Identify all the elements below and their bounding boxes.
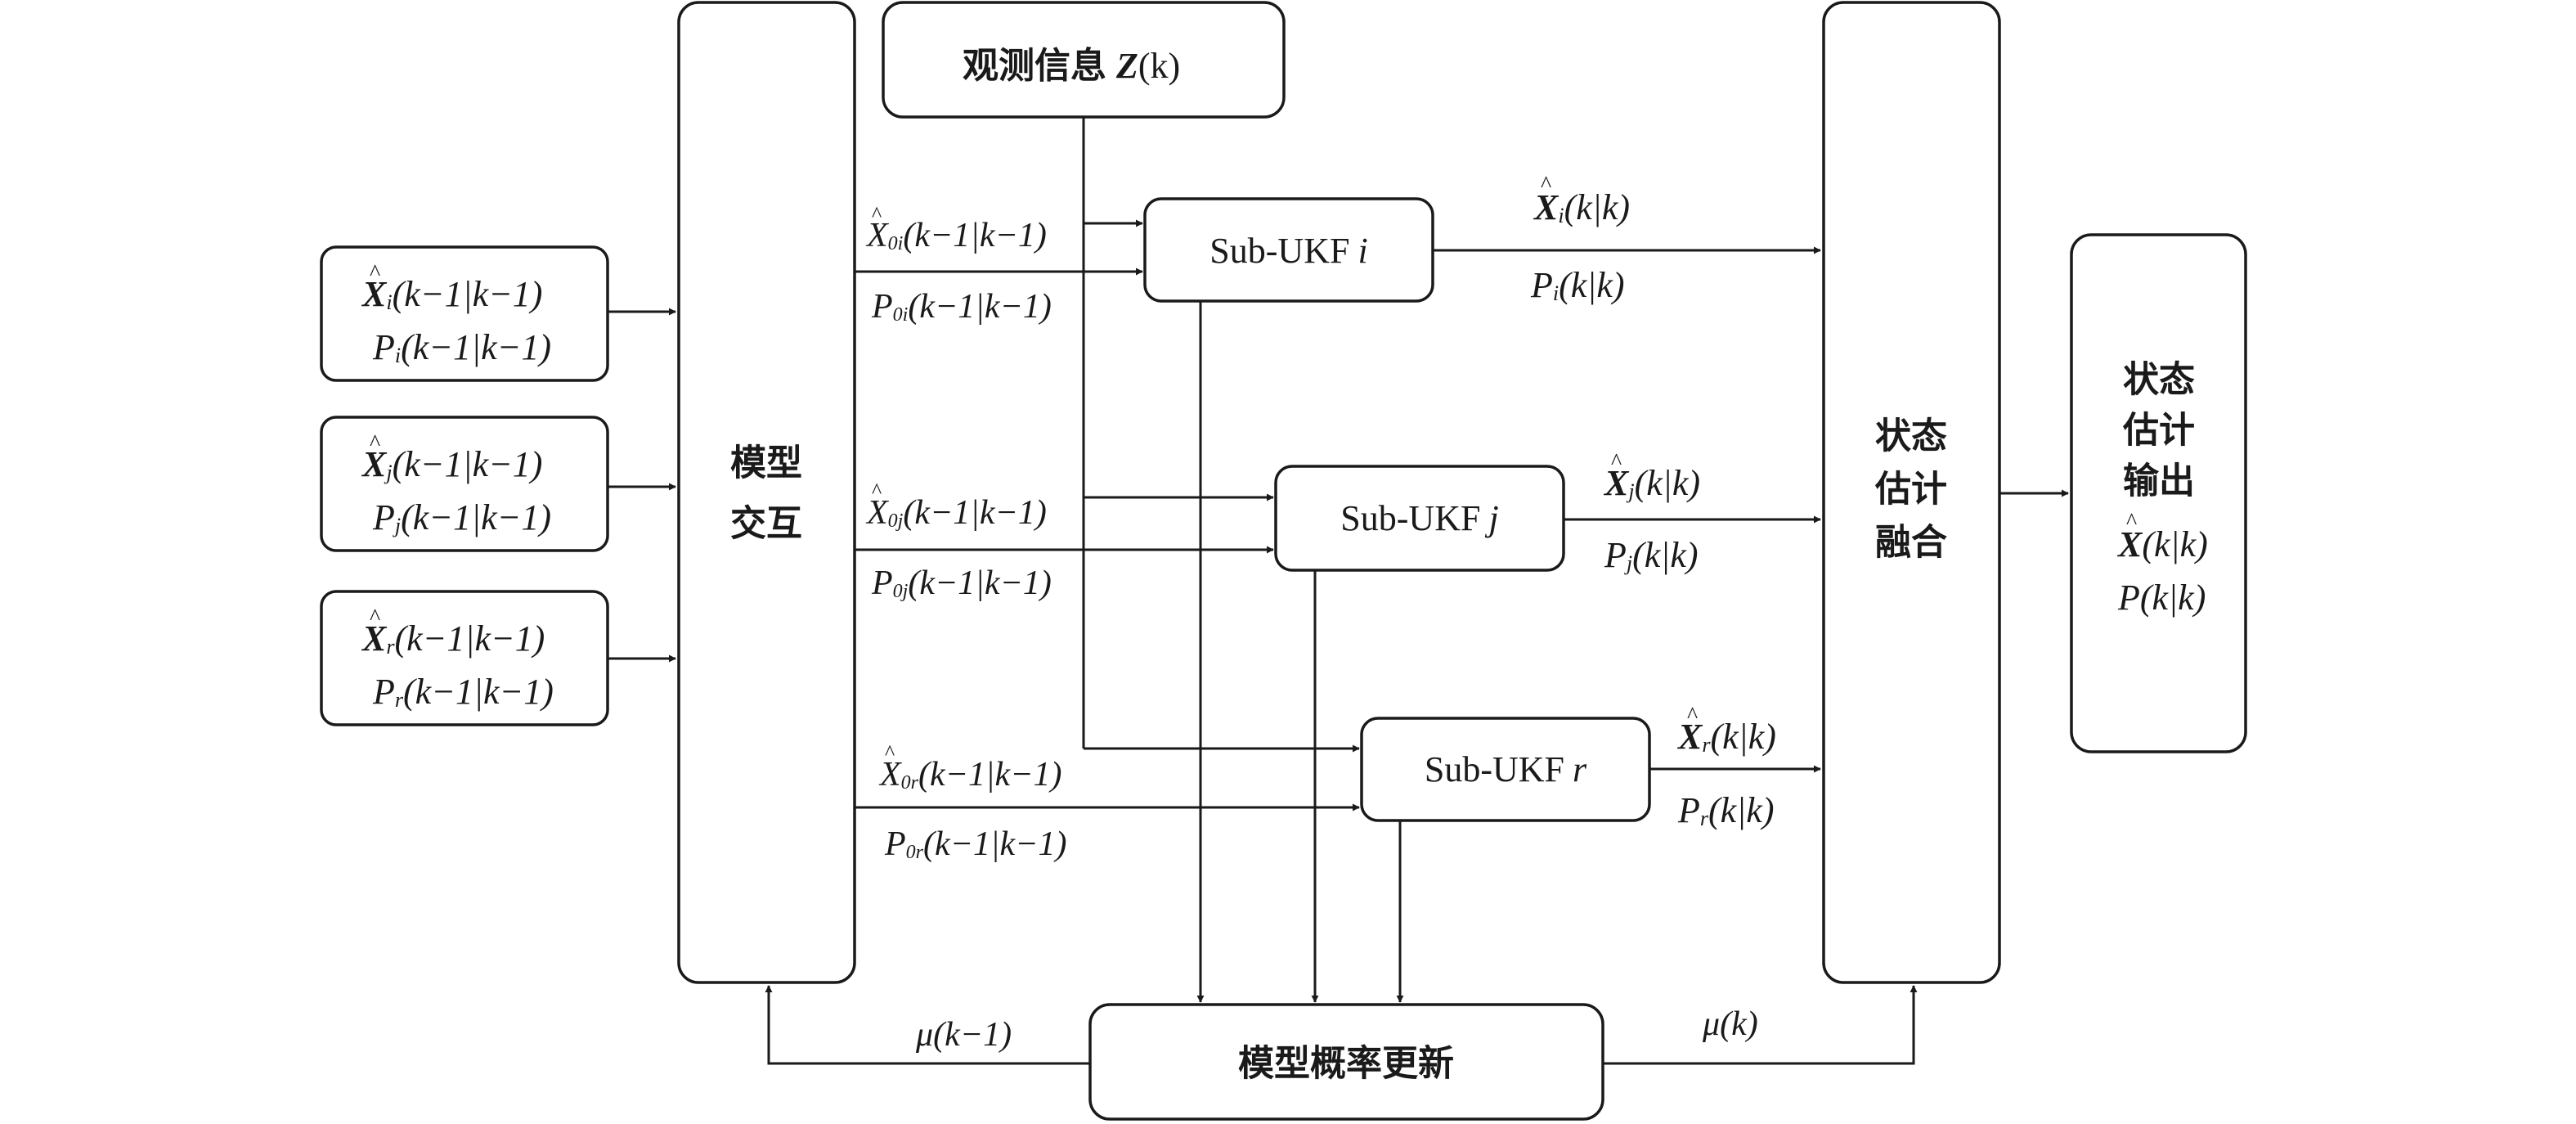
arrow-mu-curr (1603, 985, 1918, 1065)
input-box-j (320, 416, 609, 552)
svg-text:Pj(k|k): Pj(k|k) (1604, 535, 1699, 575)
input-labels-j: ^ Xj(k−1|k−1) Pj(k−1|k−1) (361, 431, 551, 537)
filter-output-labels-i: ^ Xi(k|k) Pi(k|k) (1530, 173, 1630, 305)
svg-text:^: ^ (370, 261, 380, 286)
svg-text:Pi(k|k): Pi(k|k) (1530, 265, 1625, 305)
svg-text:X0j(k−1|k−1): X0j(k−1|k−1) (865, 494, 1047, 532)
svg-text:X0r(k−1|k−1): X0r(k−1|k−1) (878, 756, 1062, 794)
mu-prev-label: μ(k−1) (915, 1016, 1012, 1054)
svg-text:Xj(k−1|k−1): Xj(k−1|k−1) (361, 444, 542, 484)
interaction-label-1: 模型 (730, 443, 802, 483)
mu-curr-label: μ(k) (1702, 1005, 1758, 1043)
svg-text:^: ^ (872, 203, 882, 227)
input-labels-i: ^ Xi(k−1|k−1) Pi(k−1|k−1) (361, 261, 551, 367)
input-labels-r: ^ Xr(k−1|k−1) Pr(k−1|k−1) (361, 605, 554, 712)
fusion-label-3: 融合 (1875, 523, 1947, 563)
output-x: X(k|k) (2116, 524, 2208, 564)
output-label-1: 状态 (2123, 360, 2195, 400)
svg-text:X0i(k−1|k−1): X0i(k−1|k−1) (865, 217, 1047, 254)
fusion-label-1: 状态 (1875, 416, 1947, 456)
svg-text:Pr(k−1|k−1): Pr(k−1|k−1) (372, 672, 554, 712)
filter-input-labels-r: ^ X0r(k−1|k−1) P0r(k−1|k−1) (878, 741, 1067, 864)
svg-text:^: ^ (885, 741, 895, 765)
svg-text:Xr(k|k): Xr(k|k) (1676, 717, 1776, 757)
svg-text:^: ^ (872, 479, 882, 503)
svg-text:^: ^ (370, 431, 380, 456)
output-label-2: 估计 (2122, 411, 2195, 451)
input-box-i (320, 245, 609, 382)
output-label-3: 输出 (2123, 461, 2195, 501)
interaction-label-2: 交互 (730, 504, 802, 544)
prob-update-label: 模型概率更新 (1238, 1044, 1454, 1084)
filter-output-labels-r: ^ Xr(k|k) Pr(k|k) (1676, 704, 1776, 830)
svg-text:Xr(k−1|k−1): Xr(k−1|k−1) (361, 618, 545, 659)
svg-text:P0j(k−1|k−1): P0j(k−1|k−1) (871, 564, 1052, 602)
svg-text:Pj(k−1|k−1): Pj(k−1|k−1) (372, 497, 551, 537)
output-p: P(k|k) (2117, 578, 2206, 618)
svg-text:Xj(k|k): Xj(k|k) (1603, 463, 1700, 503)
output-hat: ^ (2126, 510, 2137, 535)
svg-text:^: ^ (1541, 173, 1551, 198)
filter-input-labels-i: ^ X0i(k−1|k−1) P0i(k−1|k−1) (865, 203, 1052, 326)
filter-input-labels-j: ^ X0j(k−1|k−1) P0j(k−1|k−1) (865, 479, 1052, 603)
svg-text:^: ^ (1687, 704, 1698, 729)
svg-text:P0i(k−1|k−1): P0i(k−1|k−1) (871, 288, 1052, 326)
svg-text:P0r(k−1|k−1): P0r(k−1|k−1) (884, 825, 1067, 863)
fusion-label-2: 估计 (1874, 470, 1947, 510)
svg-text:^: ^ (370, 605, 380, 631)
output-box (2070, 233, 2247, 753)
svg-text:Xi(k−1|k−1): Xi(k−1|k−1) (361, 274, 542, 314)
svg-text:^: ^ (1611, 450, 1622, 475)
prob-update-box (1088, 1003, 1604, 1121)
filter-output-labels-j: ^ Xj(k|k) Pj(k|k) (1603, 450, 1700, 575)
interaction-box (677, 1, 856, 984)
svg-text:Xi(k|k): Xi(k|k) (1533, 187, 1630, 227)
arrow-mu-prev (765, 985, 1090, 1065)
svg-text:Pi(k−1|k−1): Pi(k−1|k−1) (372, 327, 551, 367)
svg-text:Pr(k|k): Pr(k|k) (1677, 790, 1774, 830)
